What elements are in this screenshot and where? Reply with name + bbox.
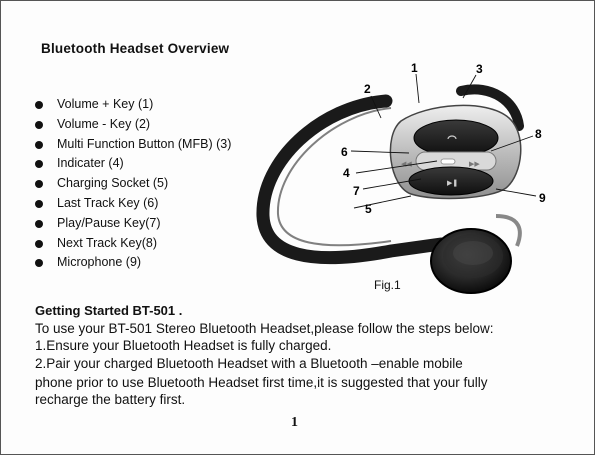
callout-3: 3 [476,62,483,76]
callout-8: 8 [535,127,542,141]
list-item: Volume - Key (2) [33,115,231,135]
svg-text:▶▶: ▶▶ [469,161,480,168]
key-label-charging-socket: Charging Socket (5) [57,176,169,191]
svg-text:▶❚: ▶❚ [447,179,458,187]
bullet-icon [35,239,43,248]
page-title: Bluetooth Headset Overview [41,41,230,56]
list-item: Charging Socket (5) [33,174,231,194]
instruction-line: 2.Pair your charged Bluetooth Headset wi… [35,356,463,371]
key-label-next-track: Next Track Key(8) [57,235,158,250]
bullet-icon [35,120,43,129]
bullet-icon [35,180,43,189]
bullet-icon [35,199,43,208]
instruction-line: 1.Ensure your Bluetooth Headset is fully… [35,338,332,353]
key-label-microphone: Microphone (9) [57,255,142,270]
page-number: 1 [291,415,298,430]
bullet-icon [35,140,43,149]
key-label-volume-down: Volume - Key (2) [57,116,151,131]
callout-1: 1 [411,61,418,75]
instruction-line: To use your BT-501 Stereo Bluetooth Head… [35,321,494,336]
bullet-icon [35,259,43,268]
bullet-icon [35,101,43,109]
callout-2: 2 [364,82,371,96]
callout-lines [350,73,537,209]
figure-caption: Fig.1 [374,278,401,292]
svg-text:◀◀: ◀◀ [401,161,412,168]
callout-9: 9 [539,191,546,205]
key-label-play-pause: Play/Pause Key(7) [57,215,161,230]
list-item: Multi Function Button (MFB) (3) [33,135,231,155]
list-item: Last Track Key (6) [33,194,231,214]
callout-7: 7 [353,184,360,198]
list-item: Play/Pause Key(7) [33,214,231,234]
bullet-icon [35,160,43,169]
key-label-last-track: Last Track Key (6) [57,195,159,210]
key-label-mfb: Multi Function Button (MFB) (3) [57,136,232,151]
headset-figure: ◀◀ ▶▶ ▶❚ 1 2 3 4 5 6 7 8 9 [256,61,546,294]
callout-4: 4 [343,166,350,180]
control-unit: ◀◀ ▶▶ ▶❚ [389,104,522,200]
callout-6: 6 [341,145,348,159]
list-item: Indicater (4) [33,154,231,174]
key-label-volume-up: Volume + Key (1) [57,97,154,111]
instruction-line: phone prior to use Bluetooth Headset fir… [35,375,488,390]
bullet-icon [35,219,43,228]
key-label-indicator: Indicater (4) [57,156,124,171]
list-item: Volume + Key (1) [33,95,231,115]
ear-cup [430,214,522,294]
list-item: Next Track Key(8) [33,234,231,254]
section-title: Getting Started BT-501 . [35,303,183,318]
callout-5: 5 [365,202,372,216]
instruction-line: recharge the battery first. [35,392,186,407]
key-list: Volume + Key (1) Volume - Key (2) Multi … [33,95,231,273]
list-item: Microphone (9) [33,253,231,273]
neckband [256,84,524,265]
